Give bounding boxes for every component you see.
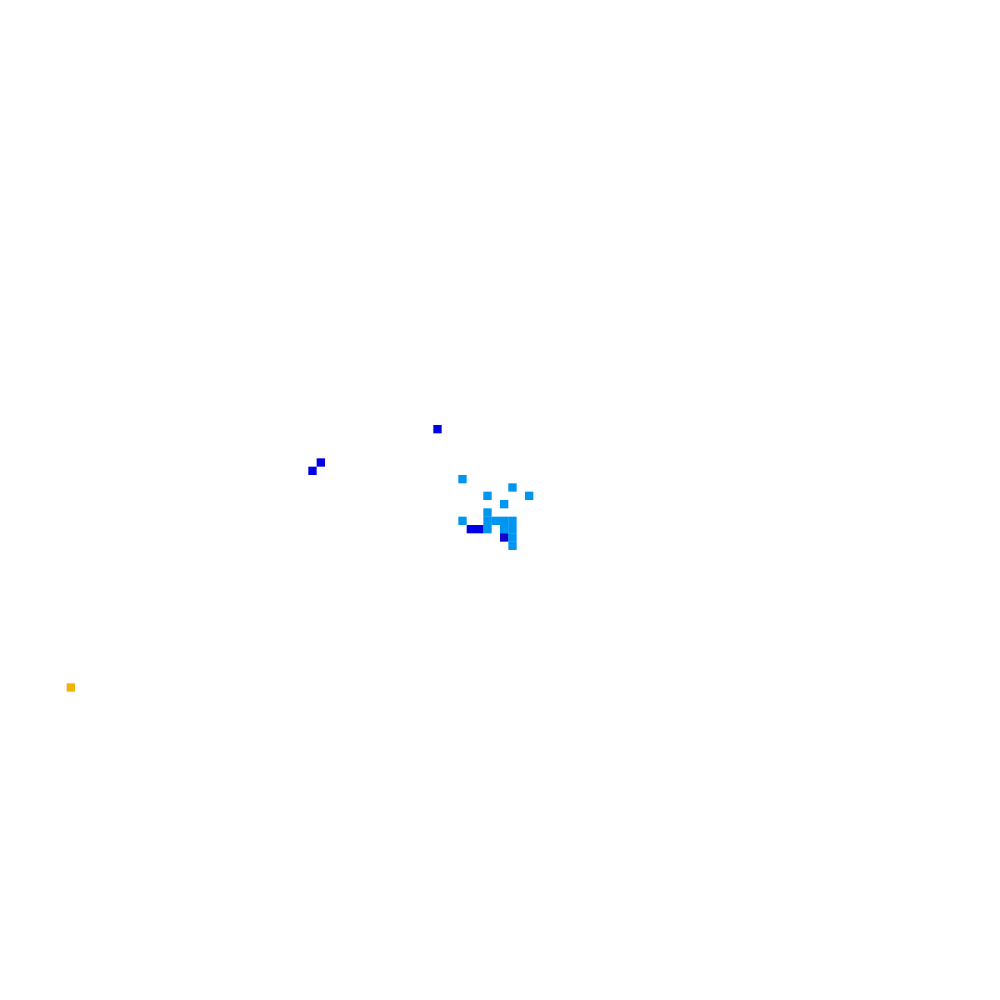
pixel-cell-light-blue — [483, 516, 492, 525]
pixel-cell-light-blue — [508, 516, 517, 525]
pixel-cell-light-blue — [508, 541, 517, 550]
pixel-cell-blue — [475, 525, 484, 534]
pixel-cell-light-blue — [525, 491, 534, 500]
pixel-cell-blue — [433, 425, 442, 434]
pixel-cell-blue — [308, 466, 317, 475]
pixel-cell-light-blue — [483, 525, 492, 534]
pixel-cell-light-blue — [508, 525, 517, 534]
pixel-cell-light-blue — [508, 533, 517, 542]
pixel-cell-dark-blue — [500, 533, 509, 542]
pixel-cell-light-blue — [500, 500, 509, 509]
pixel-cell-light-blue — [483, 491, 492, 500]
pixel-cell-light-blue — [508, 483, 517, 492]
pixel-cell-layer — [66, 425, 534, 692]
pixel-cell-light-blue — [491, 516, 500, 525]
pixel-cell-light-blue — [458, 475, 467, 484]
pixel-cell-light-blue — [500, 525, 509, 534]
pixel-cell-light-blue — [458, 516, 467, 525]
pixel-cell-blue — [316, 458, 325, 467]
pixel-cell-blue — [466, 525, 475, 534]
pixel-cell-light-blue — [483, 508, 492, 517]
pixel-cell-light-blue — [500, 516, 509, 525]
pixel-cell-yellow — [66, 683, 75, 692]
